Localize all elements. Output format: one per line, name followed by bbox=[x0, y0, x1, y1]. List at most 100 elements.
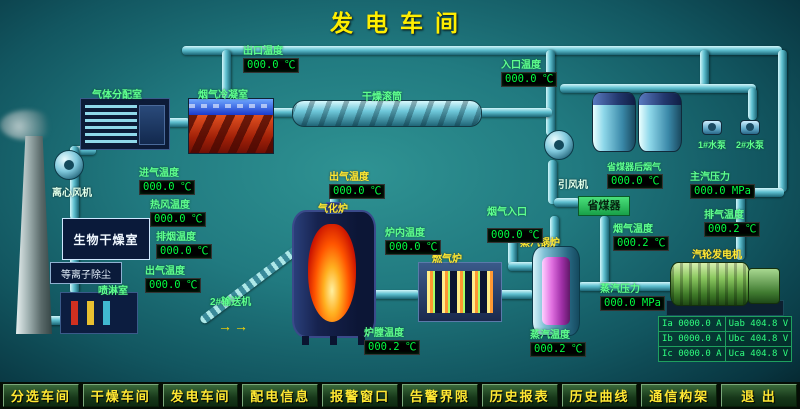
flue-condenser-label: 烟气冷凝室 bbox=[198, 90, 248, 101]
reading-flue-temp: 烟气温度 000.2 ℃ bbox=[613, 220, 670, 251]
table-cell: Ib 0000.0 A bbox=[658, 331, 726, 347]
reading-steam-temp: 蒸汽温度 000.2 ℃ bbox=[530, 326, 587, 357]
pipe-condenser-riser bbox=[222, 50, 231, 100]
bottom-menu-bar: 分选车间 干燥车间 发电车间 配电信息 报警窗口 告警界限 历史报表 历史曲线 … bbox=[0, 382, 800, 409]
menu-button-alarm-window[interactable]: 报警窗口 bbox=[322, 384, 398, 407]
menu-button-distribution-info[interactable]: 配电信息 bbox=[242, 384, 319, 407]
reading-gasifier-out-temp: 出气温度 000.0 ℃ bbox=[329, 168, 386, 199]
pipe-far-right bbox=[778, 50, 787, 192]
steam-boiler-vessel bbox=[532, 246, 580, 336]
reading-label: 排烟温度 bbox=[156, 232, 196, 243]
reading-value: 000.0 ℃ bbox=[607, 174, 664, 189]
gasifier-vessel bbox=[292, 202, 376, 345]
menu-button-exit[interactable]: 退 出 bbox=[721, 384, 797, 407]
reading-value: 000.2 ℃ bbox=[704, 222, 761, 237]
reading-label: 出气温度 bbox=[329, 172, 369, 183]
condenser-water-band bbox=[189, 99, 273, 115]
reading-hot-air-temp: 热风温度 000.0 ℃ bbox=[150, 196, 207, 227]
pipe-gasifier-furnace bbox=[368, 290, 420, 299]
table-row: Ic 0000.0 A Uca 404.8 V bbox=[658, 346, 793, 362]
reading-label: 入口温度 bbox=[501, 60, 541, 71]
reading-label: 炉内温度 bbox=[385, 228, 425, 239]
drying-drum bbox=[292, 100, 482, 127]
flue-gas-condenser bbox=[188, 98, 274, 154]
tank-cap bbox=[593, 93, 635, 105]
spray-room-box bbox=[60, 292, 138, 334]
reading-value: 000.0 ℃ bbox=[501, 72, 558, 87]
induced-fan-label: 引风机 bbox=[558, 180, 588, 191]
conveyor-2 bbox=[198, 244, 302, 325]
reading-label: 省煤器后烟气 bbox=[607, 162, 662, 172]
pipe-boiler-top bbox=[550, 216, 559, 248]
pipe-drum-out bbox=[478, 108, 552, 117]
reading-value: 000.0 ℃ bbox=[145, 278, 202, 293]
bio-drying-room-label: 生物干燥室 bbox=[73, 232, 139, 247]
turbine-label: 汽轮发电机 bbox=[692, 250, 742, 261]
reading-label: 炉膛温度 bbox=[364, 328, 404, 339]
menu-button-comm-structure[interactable]: 通信构架 bbox=[641, 384, 718, 407]
spray-bar-yellow bbox=[87, 301, 94, 325]
reading-outgas-temp: 出气温度 000.0 ℃ bbox=[145, 262, 202, 293]
menu-button-power-workshop[interactable]: 发电车间 bbox=[162, 384, 239, 407]
plasma-unit: 等离子除尘 bbox=[50, 262, 122, 284]
gas-furnace-flame bbox=[427, 271, 493, 313]
reading-value: 000.0 ℃ bbox=[487, 228, 544, 243]
water-tank-2 bbox=[638, 92, 682, 152]
menu-button-drying-workshop[interactable]: 干燥车间 bbox=[82, 384, 159, 407]
menu-button-history-report[interactable]: 历史报表 bbox=[481, 384, 558, 407]
pipe-tank-drop bbox=[700, 50, 709, 90]
reading-label: 进气温度 bbox=[139, 168, 179, 179]
reading-label: 出口温度 bbox=[243, 46, 283, 57]
reading-value: 000.0 ℃ bbox=[329, 184, 386, 199]
table-row: Ia 0000.0 A Uab 404.8 V bbox=[658, 316, 793, 332]
reading-outlet-temp: 出口温度 000.0 ℃ bbox=[243, 42, 300, 73]
reading-value: 000.2 ℃ bbox=[530, 342, 587, 357]
reading-label: 排气温度 bbox=[704, 210, 744, 221]
centrifugal-fan-label: 离心风机 bbox=[52, 188, 92, 199]
page-title: 发电车间 bbox=[330, 10, 470, 36]
pipe-condenser-to-drum bbox=[266, 108, 296, 117]
reading-smoke-temp: 排烟温度 000.0 ℃ bbox=[156, 228, 213, 259]
spray-room-label: 喷淋室 bbox=[98, 286, 128, 297]
gasifier-flame bbox=[308, 224, 356, 322]
pipe-economizer-down bbox=[600, 216, 609, 286]
menu-button-sorting-workshop[interactable]: 分选车间 bbox=[3, 384, 79, 407]
pipe-fan-down bbox=[548, 160, 557, 204]
pipe-to-economizer bbox=[554, 198, 580, 207]
plasma-unit-label: 等离子除尘 bbox=[61, 269, 111, 281]
pipe-left-down bbox=[70, 146, 79, 220]
reading-main-steam-pressure: 主汽压力 000.0 MPa bbox=[690, 168, 755, 199]
pump-1-label: 1#水泵 bbox=[698, 140, 727, 150]
pipe-dist-to-condenser bbox=[166, 118, 190, 127]
table-row: Ib 0000.0 A Ubc 404.8 V bbox=[658, 331, 793, 347]
steam-boiler-label: 蒸汽锅炉 bbox=[520, 238, 560, 249]
table-cell: Ia 0000.0 A bbox=[658, 316, 726, 332]
reading-label: 出气温度 bbox=[145, 266, 185, 277]
pipe-tank-header bbox=[560, 84, 756, 93]
water-pump-2-icon bbox=[740, 120, 760, 135]
smoke-cloud bbox=[0, 110, 54, 140]
reading-value: 000.2 ℃ bbox=[613, 236, 670, 251]
reading-label: 烟气入口 bbox=[487, 207, 527, 218]
steam-boiler-core bbox=[542, 257, 570, 325]
machine-panel bbox=[139, 105, 165, 145]
pipe-right-elbow bbox=[736, 188, 784, 197]
menu-button-alarm-limits[interactable]: 告警界限 bbox=[401, 384, 478, 407]
flow-arrows-icon: →→ bbox=[218, 318, 250, 334]
table-cell: Uab 404.8 V bbox=[724, 316, 793, 332]
gasifier-leg bbox=[358, 336, 365, 345]
reading-exhaust-temp: 排气温度 000.2 ℃ bbox=[704, 206, 761, 237]
spray-bar-cyan bbox=[103, 301, 110, 325]
water-tank-1 bbox=[592, 92, 636, 152]
menu-button-history-curve[interactable]: 历史曲线 bbox=[561, 384, 638, 407]
spray-bar-red bbox=[71, 301, 78, 325]
generator-exciter bbox=[748, 268, 780, 304]
gasifier-leg bbox=[330, 336, 337, 345]
reading-value: 000.0 MPa bbox=[600, 296, 665, 311]
vent-slats bbox=[85, 105, 137, 143]
reading-intake-temp: 进气温度 000.0 ℃ bbox=[139, 164, 196, 195]
pipe-furnace-boiler bbox=[496, 290, 534, 299]
reading-value: 000.0 ℃ bbox=[156, 244, 213, 259]
pump-2-label: 2#水泵 bbox=[736, 140, 765, 150]
table-cell: Ubc 404.8 V bbox=[724, 331, 793, 347]
